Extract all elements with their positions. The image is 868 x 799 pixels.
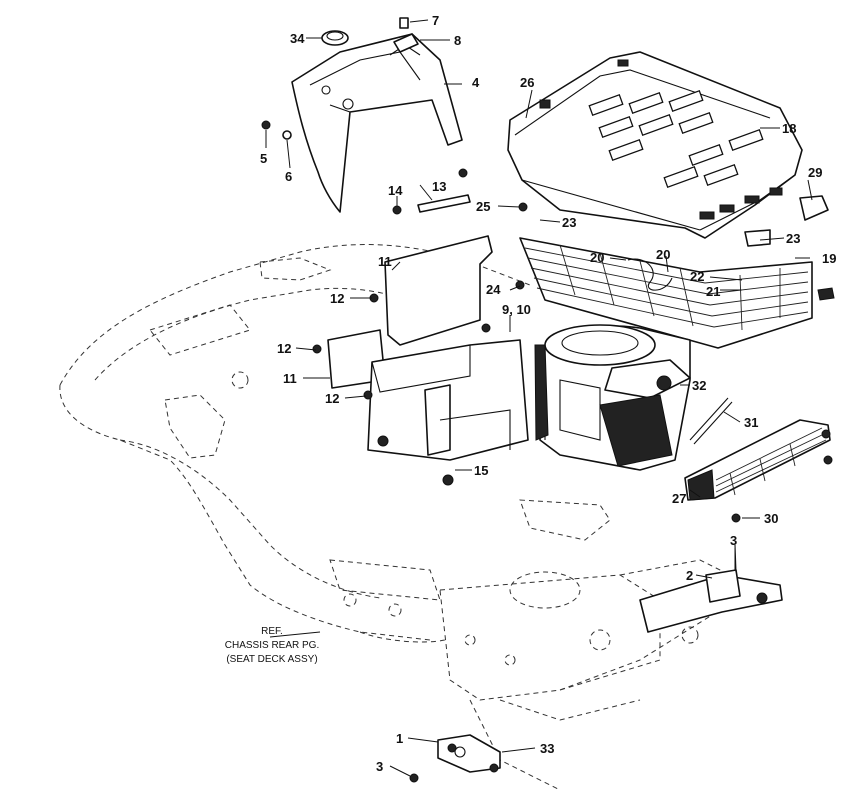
callout-19: 19 [822, 251, 837, 266]
panel-fastener-30 [731, 513, 741, 523]
callout-13: 13 [432, 179, 447, 194]
callout-31: 31 [744, 415, 759, 430]
callout-8: 8 [454, 33, 462, 48]
callout-4: 4 [472, 75, 480, 90]
reference-note-line-2: CHASSIS REAR PG. [224, 640, 320, 651]
callout-3-upper: 3 [730, 533, 738, 548]
leader-lines [265, 19, 813, 777]
wire-harness [627, 258, 673, 291]
callout-26: 26 [520, 75, 535, 90]
panel-screw-bottom [823, 455, 833, 465]
callout-1: 1 [396, 731, 404, 746]
callout-11-lower: 11 [283, 371, 297, 386]
callout-14: 14 [388, 183, 403, 198]
seat-deck-outline [59, 244, 611, 643]
grille-screen [519, 237, 813, 349]
callout-32: 32 [692, 378, 707, 393]
engine [534, 324, 691, 471]
hood [507, 51, 803, 239]
fastener-markers [261, 120, 528, 753]
callout-23-lower: 23 [786, 231, 801, 246]
front-axle-rail [639, 544, 783, 633]
callout-2: 2 [686, 568, 694, 583]
callout-11-upper: 11 [378, 254, 392, 269]
hood-hinge-bracket [799, 195, 829, 221]
callout-3-lower: 3 [376, 759, 384, 774]
console-fastener [399, 17, 409, 29]
reference-note-line-1: REF. [261, 626, 283, 637]
callout-6: 6 [285, 169, 293, 184]
callout-25: 25 [476, 199, 491, 214]
reference-note-line-3: (SEAT DECK ASSY) [226, 654, 318, 665]
console-clip [393, 33, 419, 53]
tie-rod-edge [693, 401, 733, 445]
front-grille-panel [684, 419, 831, 501]
callout-29: 29 [808, 165, 823, 180]
callout-34: 34 [290, 31, 305, 46]
callout-12-middle: 12 [277, 341, 292, 356]
callout-5: 5 [260, 151, 268, 166]
callout-12-upper: 12 [330, 291, 345, 306]
callout-7: 7 [432, 13, 440, 28]
callout-27: 27 [672, 491, 687, 506]
rear-hitch-bracket [409, 734, 501, 783]
callout-20-left: 20 [590, 250, 605, 265]
hood-latch-plate [744, 229, 771, 247]
callout-9-10: 9, 10 [502, 302, 531, 317]
callout-22: 22 [690, 269, 705, 284]
callout-23-upper: 23 [562, 215, 577, 230]
callout-15: 15 [474, 463, 489, 478]
callout-18: 18 [782, 121, 797, 136]
grille-screw [817, 287, 835, 301]
panel-screw-top [821, 429, 831, 439]
callout-33: 33 [540, 741, 555, 756]
console-cap [321, 30, 349, 46]
callout-21: 21 [706, 284, 721, 299]
tie-rod [689, 397, 729, 441]
callout-20-right: 20 [656, 247, 671, 262]
reference-note: REF. CHASSIS REAR PG. (SEAT DECK ASSY) [212, 625, 332, 667]
control-panel-brackets [327, 194, 529, 486]
callout-30: 30 [764, 511, 779, 526]
callout-12-lower: 12 [325, 391, 340, 406]
callout-24: 24 [486, 282, 501, 297]
